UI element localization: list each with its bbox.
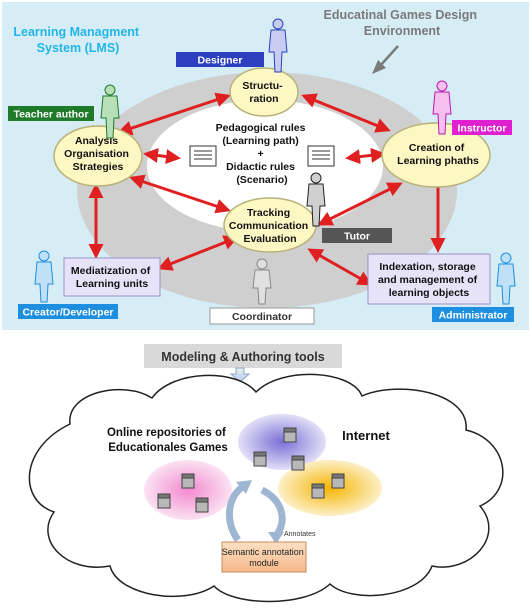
server-icons <box>157 427 345 513</box>
server-icon <box>283 427 297 443</box>
internet-label: Internet <box>342 428 390 443</box>
svg-text:Teacher author: Teacher author <box>13 109 88 121</box>
server-icon <box>311 483 325 499</box>
person-icon-instructor <box>432 80 452 135</box>
down-arrow-icon <box>229 367 251 383</box>
server-icon <box>253 451 267 467</box>
arrow-tracking-indexation <box>307 248 373 286</box>
server-icon <box>195 497 209 513</box>
person-icon-administrator <box>496 252 516 305</box>
annotates-label: Annotates <box>284 531 316 538</box>
role-tutor: Tutor <box>322 228 392 243</box>
person-icon-tutor <box>306 172 326 227</box>
repository-pink <box>144 460 232 520</box>
role-designer: Designer <box>176 52 264 67</box>
svg-text:Semantic annotation modu: Semantic annotation module <box>222 547 307 568</box>
person-icon-coordinator <box>252 258 272 305</box>
env-pointer-arrowhead <box>372 60 386 74</box>
env-pointer-arrow <box>379 45 399 67</box>
svg-text:Indexation, storage and: Indexation, storage and management of le… <box>378 261 480 299</box>
node-structuration: Structu- ration <box>229 67 299 117</box>
semantic-annotation-module: Semantic annotation module <box>221 541 307 573</box>
person-icon-creator <box>34 250 54 303</box>
role-creator-developer: Creator/Developer <box>18 304 118 319</box>
svg-text:Instructor: Instructor <box>457 123 506 135</box>
repos-label: Online repositories of Educationales Gam… <box>107 427 229 454</box>
document-icon <box>189 145 217 167</box>
annotate-arrowhead-right <box>268 532 284 544</box>
arrow-structuration-creation <box>301 93 391 133</box>
arrow-analysis-inner <box>143 148 181 164</box>
svg-text:Creation of Learning pha: Creation of Learning phaths <box>397 142 479 167</box>
server-icon <box>331 473 345 489</box>
svg-text:Mediatization of Learnin: Mediatization of Learning units <box>71 265 153 290</box>
arrow-creation-inner <box>345 147 386 165</box>
svg-text:Administrator: Administrator <box>439 310 508 322</box>
node-analysis: Analysis Organisation Strategies <box>53 125 143 187</box>
server-icon <box>291 455 305 471</box>
arrow-creation-tracking <box>317 182 403 226</box>
env-title: Educatinal Games Design Environment <box>323 8 480 38</box>
role-coordinator: Coordinator <box>209 307 315 325</box>
svg-text:Designer: Designer <box>198 55 243 67</box>
repository-yellow <box>278 460 382 516</box>
lms-title: Learning Managment System (LMS) <box>13 25 142 55</box>
svg-text:Tutor: Tutor <box>344 231 370 243</box>
person-icon-teacher <box>100 84 120 139</box>
cloud-shape <box>28 373 504 603</box>
role-teacher-author: Teacher author <box>8 106 94 121</box>
node-creation: Creation of Learning phaths <box>381 122 491 188</box>
document-icon <box>307 145 335 167</box>
center-rules-text: Pedagogical rules (Learning path) + Dida… <box>216 122 309 186</box>
svg-text:Coordinator: Coordinator <box>232 311 292 323</box>
process-arrows <box>88 92 446 286</box>
server-icon <box>157 493 171 509</box>
role-administrator: Administrator <box>432 307 514 322</box>
svg-text:Tracking Communication: Tracking Communication Evaluation <box>229 207 311 245</box>
svg-text:Structu- ration: Structu- ration <box>242 80 285 105</box>
annotate-arrow-left <box>225 483 247 543</box>
server-icon <box>181 473 195 489</box>
node-tracking: Tracking Communication Evaluation <box>223 197 317 253</box>
node-mediatization: Mediatization of Learning units <box>63 257 161 297</box>
node-indexation: Indexation, storage and management of le… <box>367 253 491 305</box>
svg-text:Modeling & Authoring tools: Modeling & Authoring tools <box>161 350 324 364</box>
arrow-analysis-structuration <box>117 92 231 136</box>
role-instructor: Instructor <box>452 120 512 135</box>
arrow-tracking-mediatization <box>157 235 239 271</box>
annotate-arrowhead-left <box>236 480 252 494</box>
arrow-analysis-tracking <box>129 174 231 214</box>
svg-text:Creator/Developer: Creator/Developer <box>22 307 113 319</box>
person-icon-designer <box>268 18 288 73</box>
tools-label-box: Modeling & Authoring tools <box>144 344 342 368</box>
annotate-arrow-right <box>260 486 286 539</box>
